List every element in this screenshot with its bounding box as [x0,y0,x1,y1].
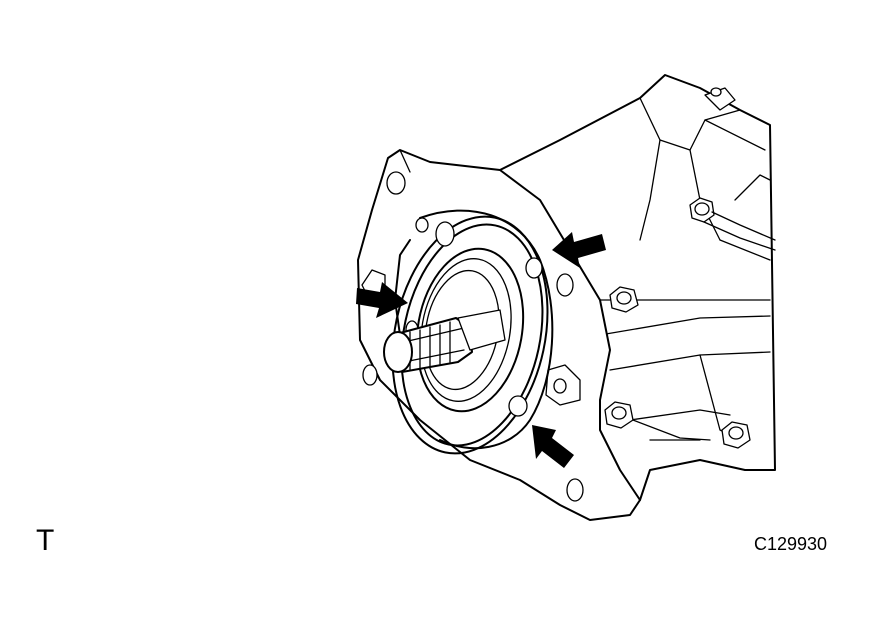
callout-arrow-left [356,282,408,318]
callout-arrow-lower [532,425,574,468]
bolt-lower-left [604,401,711,441]
output-shaft [383,309,506,373]
figure-code: C129930 [754,534,828,554]
callout-arrow-upper-right [552,232,606,268]
top-boss [704,87,736,111]
bolt-upper-right [689,197,776,251]
bolt-lower-right [721,421,751,449]
flange-bolt-holes [362,171,584,502]
flange-right-boss [545,364,581,406]
bolt-middle [609,286,639,313]
ring-pins [405,221,543,417]
corner-label: T [36,524,55,557]
